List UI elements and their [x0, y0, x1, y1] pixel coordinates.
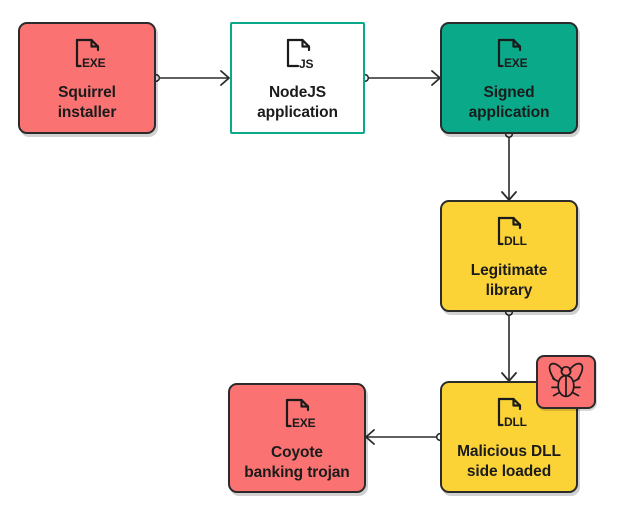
node-label: NodeJS application — [257, 83, 338, 121]
dll-file-icon: DLL — [489, 393, 529, 438]
js-file-icon: JS — [278, 34, 318, 79]
dll-file-icon: DLL — [489, 212, 529, 257]
svg-text:EXE: EXE — [504, 56, 528, 70]
edge-nodejs-to-signed — [360, 70, 441, 86]
node-coyote-banking-trojan[interactable]: EXE Coyote banking trojan — [228, 383, 366, 493]
exe-file-icon: EXE — [489, 34, 529, 79]
bug-badge[interactable] — [536, 355, 596, 409]
node-label: Legitimate library — [470, 261, 548, 299]
node-label: Malicious DLL side loaded — [457, 442, 561, 480]
node-legitimate-library[interactable]: DLL Legitimate library — [440, 200, 578, 312]
svg-text:EXE: EXE — [292, 416, 316, 430]
bug-icon — [544, 359, 588, 406]
exe-file-icon: EXE — [277, 394, 317, 439]
node-nodejs-application[interactable]: JS NodeJS application — [230, 22, 365, 134]
svg-text:JS: JS — [299, 57, 313, 71]
node-signed-application[interactable]: EXE Signed application — [440, 22, 578, 134]
node-squirrel-installer[interactable]: EXE Squirrel installer — [18, 22, 156, 134]
edge-library-to-malicious — [501, 307, 517, 382]
node-label: Squirrel installer — [57, 83, 117, 121]
edge-signed-to-library — [501, 129, 517, 201]
edge-malicious-to-coyote — [365, 429, 445, 445]
svg-text:EXE: EXE — [82, 56, 106, 70]
node-label: Signed application — [468, 83, 550, 121]
svg-text:DLL: DLL — [504, 234, 527, 248]
exe-file-icon: EXE — [67, 34, 107, 79]
node-label: Coyote banking trojan — [244, 443, 350, 481]
edge-squirrel-to-nodejs — [151, 70, 230, 86]
svg-text:DLL: DLL — [504, 415, 527, 429]
